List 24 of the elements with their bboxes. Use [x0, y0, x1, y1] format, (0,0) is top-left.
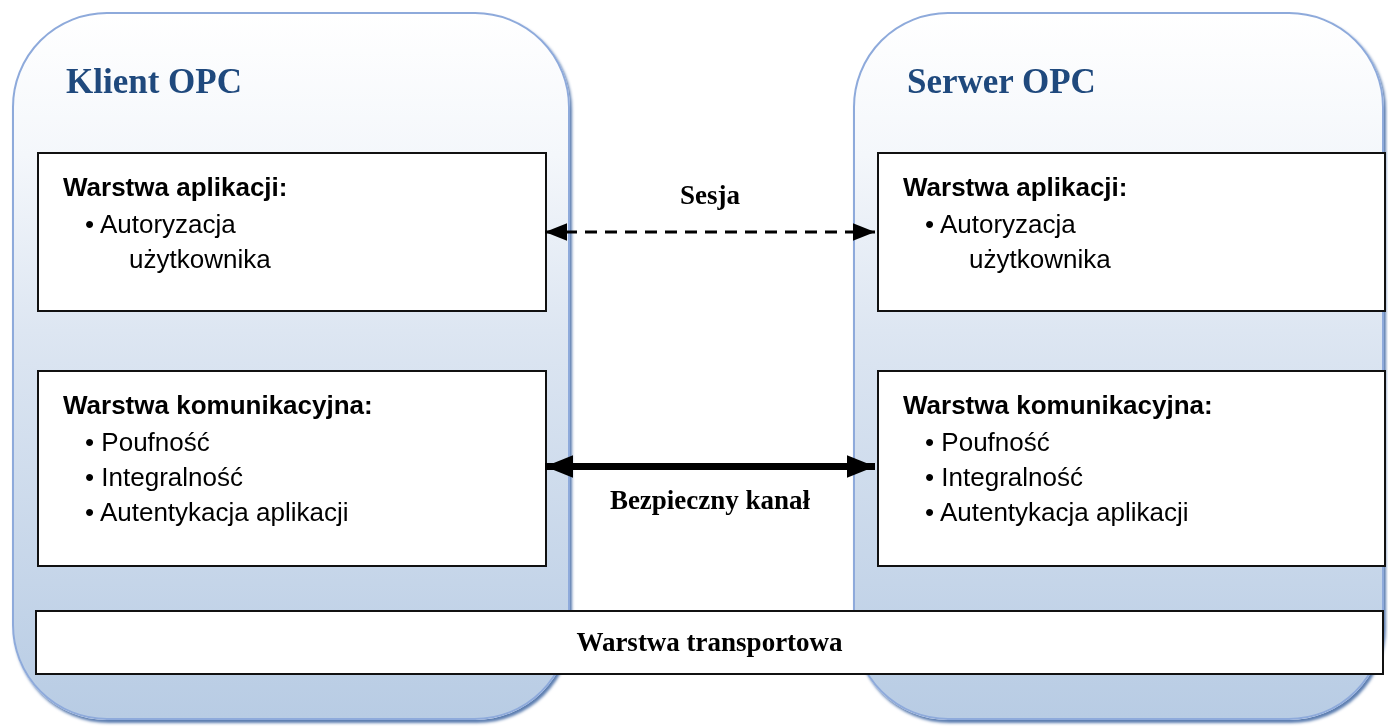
double-arrow [545, 223, 875, 241]
transport-layer-bar [35, 610, 1384, 675]
bullet-item: • Autentykacja aplikacji [925, 496, 1190, 530]
bullet-item: • Poufność [85, 426, 211, 459]
layer-box [877, 370, 1386, 567]
layer-box [37, 370, 547, 567]
bullet-item: • Integralność [85, 461, 244, 495]
layer-title: Warstwa komunikacyjna: [903, 390, 1214, 421]
client-server-panel [12, 12, 570, 720]
layer-box [877, 152, 1386, 312]
bullet-item: • Autoryzacja użytkownika [925, 208, 1112, 277]
bullet-item: • Poufność [925, 426, 1051, 459]
layer-title: Warstwa transportowa [576, 627, 843, 658]
panel-heading: Serwer OPC [907, 62, 1096, 102]
layer-title: Warstwa komunikacyjna: [63, 390, 374, 421]
layer-title: Warstwa aplikacji: [63, 172, 289, 203]
layer-title: Warstwa aplikacji: [903, 172, 1129, 203]
bullet-item: • Autoryzacja użytkownika [85, 208, 272, 277]
bullet-item: • Autentykacja aplikacji [85, 496, 350, 530]
layer-box [37, 152, 547, 312]
client-server-panel [853, 12, 1384, 720]
panel-heading: Klient OPC [66, 62, 242, 102]
bullet-item: • Integralność [925, 461, 1084, 495]
double-arrow [545, 455, 875, 478]
